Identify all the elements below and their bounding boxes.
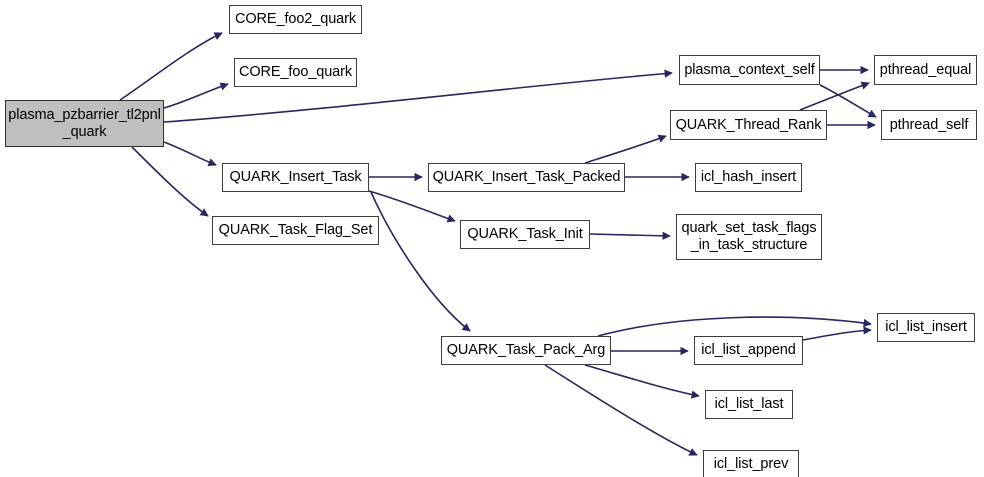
edge-quark_insert_task-to-quark_task_pack_arg: [370, 191, 471, 332]
graph-node-label: QUARK_Insert_Task: [229, 169, 362, 185]
graph-node-icl_hash_insert[interactable]: icl_hash_insert: [695, 163, 802, 192]
graph-node-label: icl_list_append: [701, 342, 796, 358]
graph-node-pthread_equal[interactable]: pthread_equal: [874, 55, 977, 85]
edge-root-to-quark_insert_task: [163, 141, 217, 167]
edge-quark_task_pack_arg-to-icl_list_insert: [597, 316, 872, 337]
graph-node-label: icl_list_prev: [713, 456, 789, 472]
edge-quark_insert_task_packed-to-quark_thread_rank: [584, 134, 667, 164]
graph-node-label: quark_set_task_flags _in_task_structure: [681, 220, 817, 253]
edge-quark_task_pack_arg-to-icl_list_prev: [544, 364, 698, 456]
edge-quark_insert_task-to-quark_task_init: [368, 190, 456, 223]
graph-node-icl_list_append[interactable]: icl_list_append: [694, 336, 803, 365]
graph-node-core_foo_quark[interactable]: CORE_foo_quark: [234, 58, 357, 87]
graph-node-label: CORE_foo_quark: [238, 64, 353, 80]
edge-quark_task_pack_arg-to-icl_list_last: [584, 364, 700, 399]
graph-node-quark_task_flag_set[interactable]: QUARK_Task_Flag_Set: [212, 216, 379, 245]
graph-node-label: QUARK_Insert_Task_Packed: [432, 169, 621, 185]
graph-node-label: icl_list_last: [714, 396, 784, 412]
graph-node-pthread_self[interactable]: pthread_self: [881, 110, 977, 140]
graph-node-label: icl_list_insert: [885, 319, 967, 335]
graph-node-quark_insert_task[interactable]: QUARK_Insert_Task: [222, 163, 369, 192]
edge-quark_task_init-to-quark_set_task_flags: [589, 231, 671, 240]
edge-icl_list_append-to-icl_list_insert: [802, 326, 872, 341]
edge-root-to-core_foo_quark: [163, 82, 229, 109]
graph-node-core_foo2_quark[interactable]: CORE_foo2_quark: [229, 5, 362, 34]
edge-root-to-core_foo2_quark: [119, 32, 223, 101]
graph-node-label: plasma_pzbarrier_tl2pnl _quark: [8, 106, 161, 140]
graph-node-label: pthread_equal: [879, 61, 972, 78]
graph-node-label: QUARK_Thread_Rank: [675, 116, 822, 133]
graph-node-quark_set_task_flags[interactable]: quark_set_task_flags _in_task_structure: [676, 214, 822, 260]
graph-node-icl_list_prev[interactable]: icl_list_prev: [703, 450, 799, 477]
graph-node-label: CORE_foo2_quark: [234, 11, 356, 27]
edge-root-to-quark_task_flag_set: [131, 146, 209, 217]
graph-node-label: icl_hash_insert: [700, 169, 797, 185]
graph-node-label: plasma_context_self: [684, 61, 815, 78]
graph-node-root[interactable]: plasma_pzbarrier_tl2pnl _quark: [5, 100, 164, 147]
graph-node-label: QUARK_Task_Flag_Set: [218, 222, 373, 238]
graph-node-quark_insert_task_packed[interactable]: QUARK_Insert_Task_Packed: [428, 163, 625, 192]
graph-node-quark_task_pack_arg[interactable]: QUARK_Task_Pack_Arg: [441, 336, 611, 365]
graph-node-icl_list_insert[interactable]: icl_list_insert: [877, 313, 975, 342]
edge-plasma_context_self-to-pthread_self: [819, 84, 877, 118]
graph-node-label: QUARK_Task_Pack_Arg: [446, 342, 606, 358]
graph-node-label: pthread_self: [889, 116, 969, 133]
graph-node-quark_task_init[interactable]: QUARK_Task_Init: [460, 220, 590, 249]
graph-node-label: QUARK_Task_Init: [467, 226, 583, 242]
edge-quark_thread_rank-to-pthread_equal: [799, 81, 870, 111]
graph-node-plasma_context_self[interactable]: plasma_context_self: [679, 55, 820, 85]
graph-node-icl_list_last[interactable]: icl_list_last: [705, 390, 793, 419]
graph-node-quark_thread_rank[interactable]: QUARK_Thread_Rank: [670, 110, 827, 140]
